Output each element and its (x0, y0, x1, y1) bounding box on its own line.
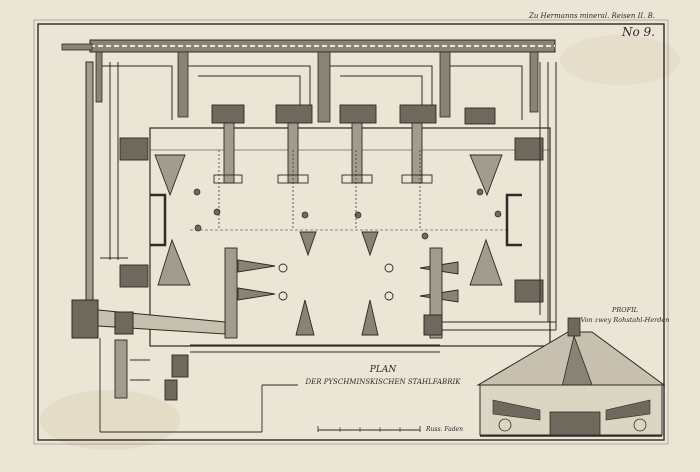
profile-section (476, 317, 666, 437)
scale-label: Russ. Faden (425, 426, 463, 433)
profile-subtitle: Von zwey Rohstahl-Herden (581, 316, 670, 324)
scale-bar (317, 426, 421, 432)
plan-title: PLAN (369, 365, 398, 375)
shafts (193, 150, 502, 240)
plan-subtitle: DER PYSCHMINSKISCHEN STAHLFABRIK (305, 378, 462, 386)
left-channels (71, 61, 226, 339)
side-furnaces (119, 137, 544, 303)
publication-note: Zu Hermanns mineral. Reisen II. B. (528, 12, 655, 20)
foxing-stain (40, 390, 180, 450)
auxiliary-machinery (99, 338, 440, 433)
foxing-stain (560, 35, 680, 85)
central-hall (149, 127, 551, 347)
plate-border (37, 23, 665, 441)
flue-drops (95, 51, 539, 123)
factory-plan (61, 39, 557, 433)
plate-number: No 9. (621, 25, 655, 39)
profile-title: PROFIL (611, 306, 638, 314)
plate-border-outer (33, 19, 669, 445)
top-flue (61, 39, 556, 53)
right-channels (423, 62, 557, 336)
flue-arches (102, 65, 523, 120)
upper-hammers (211, 104, 496, 184)
